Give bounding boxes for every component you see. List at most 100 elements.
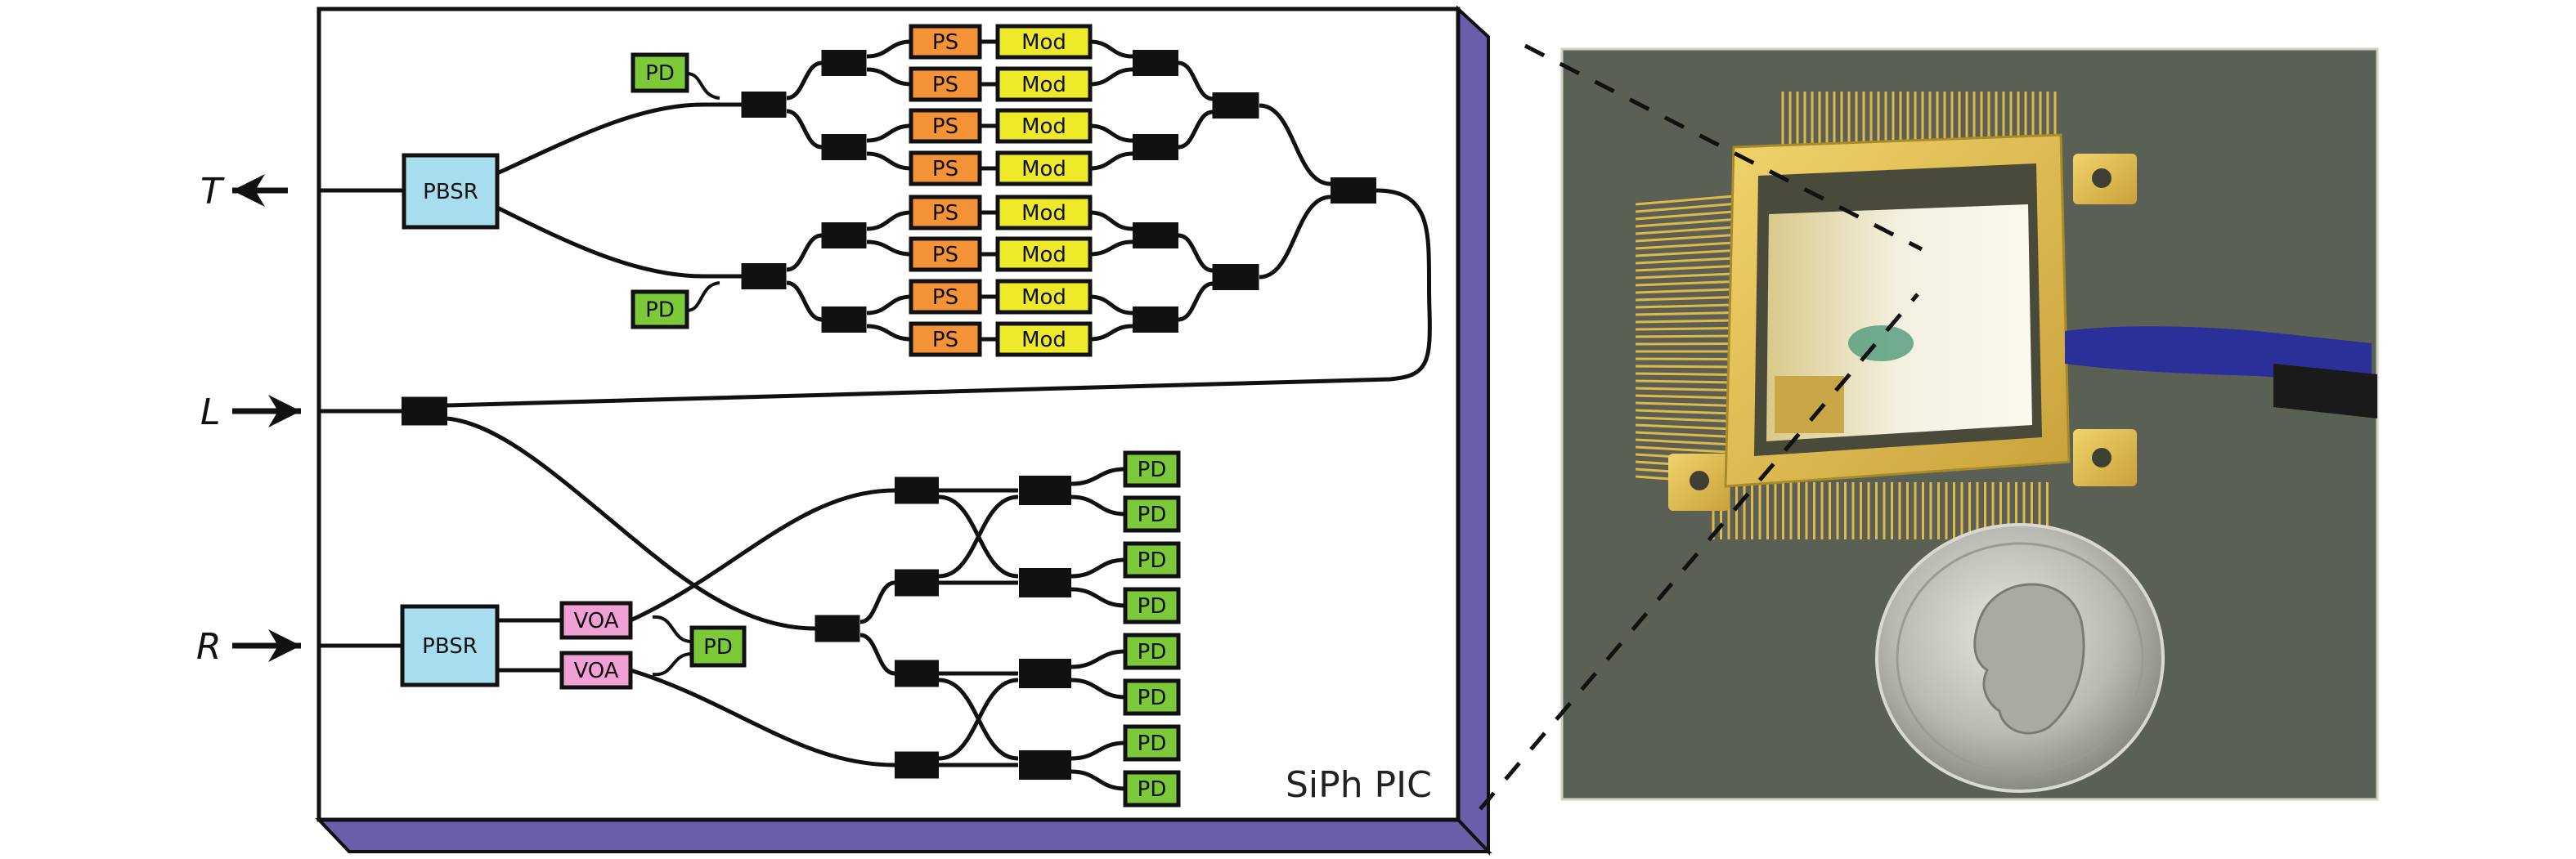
voa: VOA <box>559 601 633 640</box>
tx-combiner <box>1212 92 1259 119</box>
tx-splitter <box>821 222 867 248</box>
package-pin <box>1635 218 1735 228</box>
hybrid-coupler <box>895 569 939 597</box>
waveguide <box>1070 494 1126 517</box>
waveguide <box>1070 587 1126 608</box>
tx-final-combiner <box>1331 177 1376 204</box>
modulator: Mod <box>995 108 1093 144</box>
tx-splitter <box>821 306 867 333</box>
tx-combiner <box>1212 264 1259 290</box>
waveguide <box>1089 39 1133 59</box>
tx-combiner <box>1133 306 1178 333</box>
package-pin <box>1635 195 1735 206</box>
hybrid-coupler <box>895 660 939 687</box>
tx-combiner <box>1133 134 1178 160</box>
modulator: Mod <box>995 150 1093 186</box>
hybrid-coupler <box>1019 750 1071 780</box>
package-pin <box>1635 365 1735 369</box>
phase-shifter-label: PS <box>932 201 958 226</box>
waveguide <box>866 210 912 231</box>
modulator: Mod <box>995 236 1093 272</box>
tx-combiner <box>1133 222 1178 248</box>
package-pin <box>1635 288 1735 294</box>
waveguide <box>859 633 895 676</box>
fiber-jacket <box>2273 364 2377 418</box>
waveguide-tap <box>686 72 720 100</box>
package-pin <box>1635 342 1735 346</box>
tx-tap-pd-label: PD <box>645 298 675 323</box>
hybrid-coupler <box>895 476 939 504</box>
voa-label: VOA <box>573 609 618 633</box>
waveguide-cross <box>938 678 1019 761</box>
package-pin <box>1635 296 1735 302</box>
waveguide <box>1070 678 1126 700</box>
waveguide <box>786 280 823 322</box>
phase-shifter: PS <box>909 195 982 230</box>
package-pin <box>1635 401 1735 407</box>
phase-shifter-label: PS <box>932 73 958 97</box>
chip-label: SiPh PIC <box>1286 764 1432 806</box>
hybrid-coupler <box>895 751 939 779</box>
die-feature <box>1848 325 1914 361</box>
waveguide-lo <box>447 416 816 631</box>
phase-shifter-body <box>909 321 982 357</box>
tx-splitter <box>821 50 867 76</box>
waveguides <box>319 39 1432 791</box>
package-pin <box>1635 394 1735 400</box>
waveguide <box>859 580 895 624</box>
phase-shifter: PS <box>909 24 982 60</box>
waveguide <box>786 109 823 150</box>
phase-shifter: PS <box>909 66 982 102</box>
rx-output-pd-label: PD <box>1138 594 1167 619</box>
waveguide <box>1070 557 1126 579</box>
package-pin <box>1635 409 1735 415</box>
quarter-coin <box>1875 523 2165 793</box>
phase-shifter-body <box>909 24 982 60</box>
modulator-body <box>995 321 1093 357</box>
hybrid-coupler <box>1019 659 1071 688</box>
waveguide <box>1259 103 1331 186</box>
rx-monitor-pd: PD <box>689 625 747 668</box>
package-pin <box>1635 311 1735 316</box>
package-pin <box>1635 319 1735 324</box>
modulator-body <box>995 236 1093 272</box>
waveguide <box>1070 467 1126 486</box>
tx-tap-pd: PD <box>631 289 689 329</box>
chip-substrate <box>315 5 1492 857</box>
lo-splitter <box>815 615 860 642</box>
rx-output-pd-label: PD <box>1138 458 1167 482</box>
package-pin <box>1635 423 1735 431</box>
modulator-label: Mod <box>1021 73 1066 97</box>
arrow-head-icon <box>268 629 301 662</box>
waveguide <box>1089 123 1133 143</box>
rx-output-pd-label: PD <box>1138 731 1167 756</box>
waveguide <box>866 67 912 87</box>
hybrid-coupler <box>1019 476 1071 505</box>
modulator-label: Mod <box>1021 114 1066 139</box>
modulator-body <box>995 66 1093 102</box>
package-pin <box>1635 210 1735 221</box>
tx-splitter <box>741 92 787 118</box>
phase-shifter: PS <box>909 236 982 272</box>
phase-shifter-body <box>909 150 982 186</box>
phase-shifter-body <box>909 236 982 272</box>
voa: VOA <box>559 651 633 690</box>
phase-shifter-body <box>909 195 982 230</box>
package-pin <box>1635 257 1735 265</box>
port-arrow-L <box>232 395 301 427</box>
modulator-label: Mod <box>1021 328 1066 352</box>
modulator-body <box>995 108 1093 144</box>
rx-output-pd-body <box>1123 587 1181 624</box>
arrow-head-icon <box>268 395 301 427</box>
rx-output-pd-body <box>1123 633 1181 670</box>
modulator: Mod <box>995 321 1093 357</box>
waveguide-pbsr-top <box>496 102 742 176</box>
rx-output-pd: PD <box>1123 495 1181 533</box>
rx-output-pd: PD <box>1123 770 1181 808</box>
phase-shifter: PS <box>909 279 982 315</box>
rx-output-pd: PD <box>1123 541 1181 579</box>
package-pin <box>1635 372 1735 376</box>
rx-output-pd-body <box>1123 450 1181 488</box>
rx-output-pd-body <box>1123 678 1181 716</box>
modulator: Mod <box>995 66 1093 102</box>
